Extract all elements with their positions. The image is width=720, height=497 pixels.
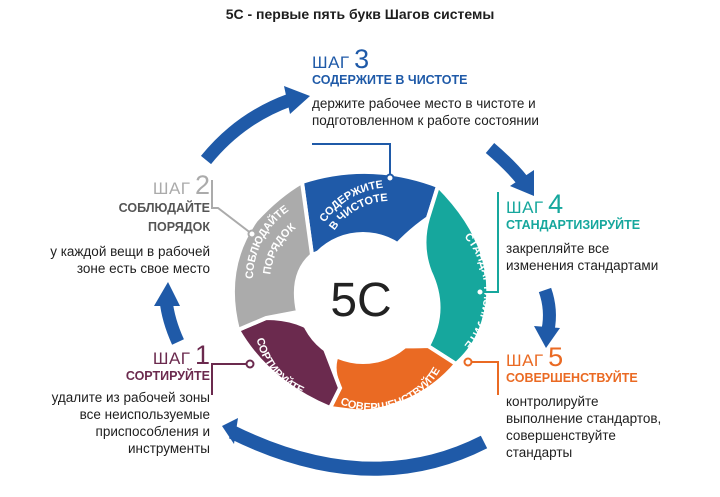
arrow-head [284, 86, 310, 114]
step5-word: ШАГ [506, 351, 544, 370]
arrow-step4-to-step5 [538, 287, 556, 332]
arrow-head [154, 282, 180, 306]
step4-word: ШАГ [506, 198, 544, 217]
center-label: 5C [330, 274, 391, 327]
connector-step2 [211, 180, 253, 235]
step3-caption: ШАГ 3 СОДЕРЖИТЕ В ЧИСТОТЕ держите рабоче… [312, 44, 632, 129]
step1-description: удалите из рабочей зоны все неиспользуем… [51, 390, 210, 456]
step3-number: 3 [354, 44, 370, 74]
step5-description: контролируйте выполнение стандартов, сов… [506, 394, 662, 460]
step2-caption: ШАГ 2 СОБЛЮДАЙТЕ ПОРЯДОК у каждой вещи в… [6, 170, 210, 277]
step2-number: 2 [194, 170, 210, 200]
step1-word: ШАГ [152, 349, 191, 368]
step4-description: закрепляйте все изменения стандартами [506, 241, 659, 273]
step4-caption: ШАГ 4 СТАНДАРТИЗИРУЙТЕ закрепляйте все и… [506, 189, 706, 274]
step2-name: СОБЛЮДАЙТЕ ПОРЯДОК [118, 201, 210, 234]
arrow-step3-to-step4 [485, 143, 528, 185]
arrow-step5-to-step1 [228, 425, 488, 476]
arrow-step2-to-step3 [200, 93, 293, 165]
step5-number: 5 [548, 342, 564, 372]
segment-step4 [422, 182, 491, 367]
step1-name: СОРТИРУЙТЕ [125, 369, 210, 383]
arrow-head [534, 326, 560, 348]
step2-description: у каждой вещи в рабочей зоне есть свое м… [50, 244, 210, 276]
arrow-step1-to-step2 [159, 299, 184, 345]
arrow-head [222, 418, 238, 444]
step3-name: СОДЕРЖИТЕ В ЧИСТОТЕ [312, 73, 468, 87]
connector-dot [385, 173, 395, 183]
connector-dot [245, 359, 255, 369]
step1-caption: ШАГ 1 СОРТИРУЙТЕ удалите из рабочей зоны… [6, 340, 210, 457]
center-hub [297, 232, 429, 364]
step3-word: ШАГ [312, 53, 350, 72]
connector-step3 [312, 143, 391, 178]
connector-step1 [211, 363, 250, 395]
outer-arrows [154, 86, 560, 476]
page-title: 5С - первые пять букв Шагов системы [225, 6, 495, 22]
ring [230, 169, 491, 415]
step4-number: 4 [548, 189, 564, 219]
step2-word: ШАГ [152, 179, 191, 198]
step4-name: СТАНДАРТИЗИРУЙТЕ [506, 218, 641, 232]
segment-step2 [230, 178, 315, 333]
connector-dot [463, 357, 473, 367]
step3-description: держите рабочее место в чистоте и подгот… [312, 96, 539, 128]
connector-dot [475, 287, 485, 297]
step1-number: 1 [194, 340, 210, 370]
connector-step4 [480, 192, 499, 293]
step5-name: СОВЕРШЕНСТВУЙТЕ [506, 371, 638, 385]
connector-dot [247, 229, 257, 239]
connector-step5 [468, 361, 499, 395]
step5-caption: ШАГ 5 СОВЕРШЕНСТВУЙТЕ контролируйте выпо… [506, 342, 706, 461]
arrow-head [510, 170, 534, 196]
